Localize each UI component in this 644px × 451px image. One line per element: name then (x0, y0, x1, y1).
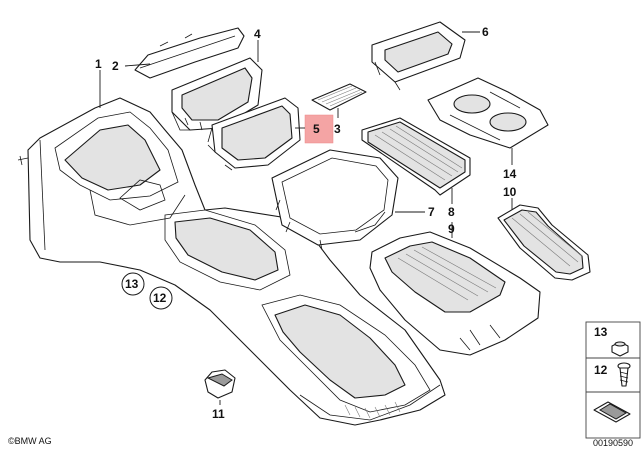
label-part-10: 10 (503, 185, 517, 199)
label-part-6: 6 (482, 25, 489, 39)
insert-mat-part[interactable] (311, 83, 367, 111)
center-console-body[interactable] (17, 97, 446, 426)
svg-text:13: 13 (125, 277, 139, 291)
nut-icon (611, 341, 629, 357)
label-part-8: 8 (448, 205, 455, 219)
legend-label-12: 12 (594, 363, 608, 377)
label-part-7: 7 (428, 205, 435, 219)
legend-panel: 13 12 (585, 321, 641, 439)
label-part-1: 1 (95, 57, 102, 71)
label-part-11: 11 (212, 407, 225, 421)
svg-text:12: 12 (153, 291, 167, 305)
circled-label-13: 13 (121, 272, 145, 296)
storage-tray-part[interactable] (171, 57, 263, 131)
legend-label-13: 13 (594, 325, 608, 339)
trim-strip-part[interactable] (134, 27, 245, 79)
leader-line-2 (124, 63, 151, 67)
label-part-14: 14 (503, 167, 517, 181)
highlight-box-part-5 (304, 114, 334, 144)
symbol-arrow-icon (593, 401, 631, 423)
diagram-number: 00190590 (593, 438, 633, 448)
copyright-text: ©BMW AG (8, 436, 52, 446)
label-part-2: 2 (112, 59, 119, 73)
screw-icon (617, 362, 631, 387)
label-part-9: 9 (448, 222, 455, 236)
floor-mat-part[interactable] (497, 204, 591, 281)
storage-bin-part[interactable] (207, 97, 301, 171)
cup-holder-part[interactable] (371, 21, 466, 91)
trim-mat-part[interactable] (361, 117, 471, 196)
rear-cover-part[interactable] (369, 231, 541, 356)
circled-label-12: 12 (149, 286, 173, 310)
clip-part[interactable] (204, 369, 236, 399)
label-part-3: 3 (334, 122, 341, 136)
armrest-lid-part[interactable] (271, 149, 399, 251)
label-part-4: 4 (254, 27, 261, 41)
cup-holder-insert-part[interactable] (427, 77, 549, 149)
label-part-5: 5 (313, 122, 320, 136)
